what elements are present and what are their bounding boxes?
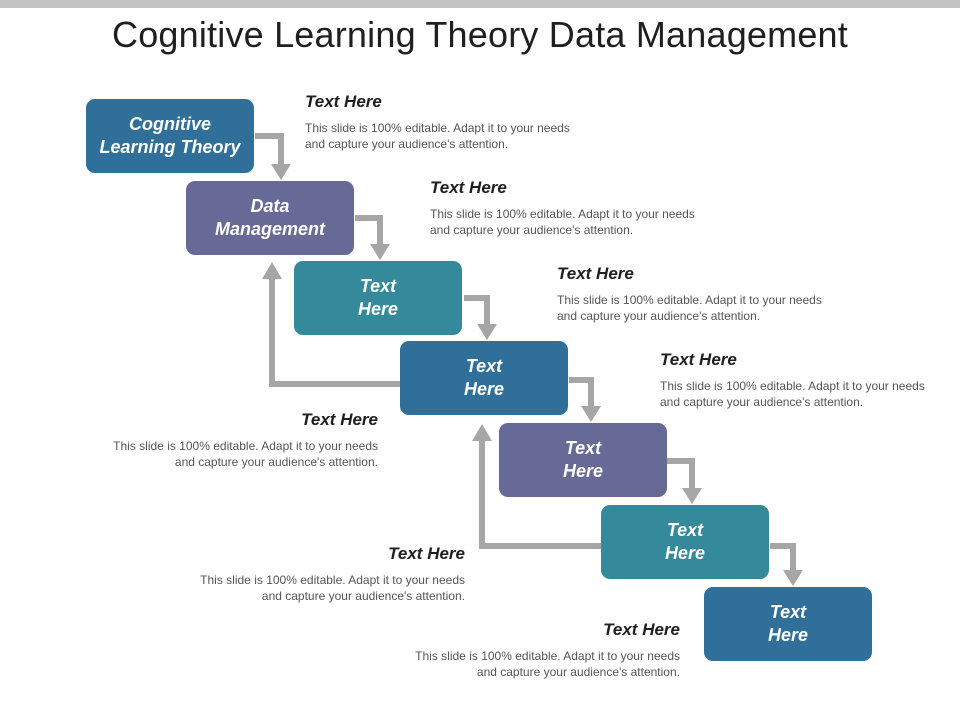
arrow-3-4 (464, 295, 490, 326)
arrowhead-1-2 (271, 164, 291, 180)
step-box-cognitive-learning-theory: Cognitive Learning Theory (86, 99, 254, 173)
description-body: This slide is 100% editable. Adapt it to… (113, 439, 378, 469)
arrow-5-6 (667, 458, 695, 490)
arrowhead-return-upper (262, 262, 282, 279)
description-body: This slide is 100% editable. Adapt it to… (415, 649, 680, 679)
description-heading: Text Here (305, 92, 382, 111)
arrow-1-2 (255, 133, 284, 166)
arrow-6-7 (770, 543, 796, 572)
description-body: This slide is 100% editable. Adapt it to… (660, 379, 925, 409)
description-body: This slide is 100% editable. Adapt it to… (200, 573, 465, 603)
description-3: Text Here This slide is 100% editable. A… (557, 264, 857, 324)
description-6: Text Here This slide is 100% editable. A… (165, 544, 465, 604)
slide-title: Cognitive Learning Theory Data Managemen… (112, 14, 848, 55)
step-box-6: Text Here (601, 505, 769, 579)
description-1: Text Here This slide is 100% editable. A… (305, 92, 605, 152)
arrowhead-3-4 (477, 324, 497, 340)
return-arrow-upper (269, 276, 400, 387)
description-7: Text Here This slide is 100% editable. A… (380, 620, 680, 680)
description-2: Text Here This slide is 100% editable. A… (430, 178, 730, 238)
description-heading: Text Here (557, 264, 634, 283)
description-heading: Text Here (430, 178, 507, 197)
top-bar (0, 0, 960, 8)
description-heading: Text Here (603, 620, 680, 639)
arrowhead-6-7 (783, 570, 803, 586)
arrowhead-return-lower (472, 424, 492, 441)
step-box-4: Text Here (400, 341, 568, 415)
description-body: This slide is 100% editable. Adapt it to… (557, 293, 822, 323)
arrowhead-2-3 (370, 244, 390, 260)
step-box-7: Text Here (704, 587, 872, 661)
arrow-2-3 (355, 215, 383, 246)
description-4: Text Here This slide is 100% editable. A… (660, 350, 960, 410)
arrowhead-4-5 (581, 406, 601, 422)
description-body: This slide is 100% editable. Adapt it to… (305, 121, 570, 151)
arrowhead-5-6 (682, 488, 702, 504)
step-box-3: Text Here (294, 261, 462, 335)
description-heading: Text Here (388, 544, 465, 563)
step-box-data-management: Data Management (186, 181, 354, 255)
description-5: Text Here This slide is 100% editable. A… (78, 410, 378, 470)
description-heading: Text Here (660, 350, 737, 369)
step-box-5: Text Here (499, 423, 667, 497)
description-heading: Text Here (301, 410, 378, 429)
arrow-4-5 (569, 377, 594, 408)
description-body: This slide is 100% editable. Adapt it to… (430, 207, 695, 237)
return-arrow-lower (479, 438, 601, 549)
